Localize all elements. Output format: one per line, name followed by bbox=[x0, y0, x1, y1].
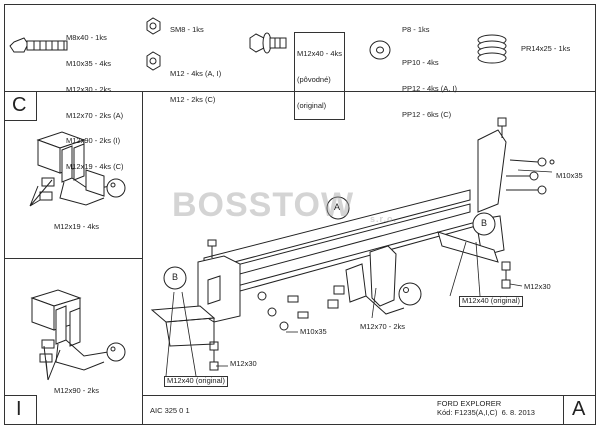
washer-p8-label: P8 - 1ks bbox=[402, 25, 430, 34]
washer-line: PP10 - 4ks bbox=[402, 58, 439, 68]
panel-i bbox=[4, 258, 143, 425]
callout-leaders bbox=[165, 169, 553, 377]
panel-c-drawing bbox=[29, 131, 126, 207]
title-divider bbox=[142, 395, 564, 396]
hex-nut-icon bbox=[146, 51, 161, 71]
panel-c-letter: C bbox=[12, 94, 27, 116]
nut-line: M12 - 2ks (C) bbox=[170, 94, 216, 104]
flange-bolt-icon bbox=[249, 32, 287, 54]
m10x35-top-label: M10x35 bbox=[556, 171, 583, 180]
brand-watermark-sub: s.r.o. bbox=[370, 214, 398, 224]
washer-line: PP12 - 6ks (C) bbox=[402, 109, 452, 119]
callout-a-label: A bbox=[334, 202, 341, 212]
callout-b-left-label: B bbox=[172, 272, 179, 282]
m12x30-left-label: M12x30 bbox=[230, 359, 257, 368]
callout-b-left-circle bbox=[163, 266, 187, 290]
nut-sm8-label: SM8 - 1ks bbox=[170, 25, 204, 34]
bolt-line: M8x40 - 1ks bbox=[66, 33, 107, 43]
brand-watermark: BOSSTOW bbox=[172, 186, 355, 224]
i-letter-box bbox=[4, 395, 37, 425]
panel-c-label: M12x19 - 4ks bbox=[54, 222, 100, 231]
fasteners bbox=[207, 117, 555, 371]
bolt-line: M12x70 - 2ks (A) bbox=[66, 110, 124, 120]
callout-b-right-label: B bbox=[481, 218, 488, 228]
bolts-list: M8x40 - 1ks M10x35 - 4ks M12x30 - 2ks M1… bbox=[66, 17, 124, 180]
drawing-code: AIC 325 0 1 bbox=[150, 406, 190, 415]
vehicle-name: FORD EXPLORER bbox=[437, 399, 502, 408]
washer-pp-labels: PP10 - 4ks PP12 - 4ks (A, I) PP12 - 6ks … bbox=[402, 42, 457, 128]
panel-i-drawing bbox=[30, 289, 126, 381]
nut-line: M12 - 4ks (A, I) bbox=[170, 69, 222, 79]
callout-a-circle bbox=[326, 196, 350, 220]
bolt-line: M12x30 - 2ks bbox=[66, 84, 112, 94]
flange-line: (original) bbox=[297, 100, 327, 110]
m12x40-right-label: M12x40 (original) bbox=[459, 296, 523, 307]
bolt-line: M12x19 - 4ks (C) bbox=[66, 162, 124, 172]
corner-letter: A bbox=[572, 398, 586, 420]
m12x40-left-label: M12x40 (original) bbox=[164, 376, 228, 387]
spring-label: PR14x25 - 1ks bbox=[521, 44, 571, 53]
washer-line: PP12 - 4ks (A, I) bbox=[402, 83, 458, 93]
c-letter-box bbox=[4, 91, 37, 121]
flange-bolt-label: M12x40 - 4ks (pôvodné) (original) bbox=[294, 32, 346, 120]
panel-i-letter: I bbox=[16, 398, 22, 420]
callout-b-right-circle bbox=[472, 212, 496, 236]
parts-panel bbox=[4, 4, 596, 92]
nut-m12-labels: M12 - 4ks (A, I) M12 - 2ks (C) bbox=[170, 53, 221, 113]
flange-line: (pôvodné) bbox=[297, 74, 331, 84]
spring-icon bbox=[477, 34, 507, 64]
bolt-line: M10x35 - 4ks bbox=[66, 58, 112, 68]
main-crossbar bbox=[203, 189, 477, 297]
panel-i-label: M12x90 - 2ks bbox=[54, 386, 100, 395]
left-bracket bbox=[150, 255, 241, 347]
kod-line: Kód: F1235(A,I,C) 6. 8. 2013 bbox=[437, 408, 535, 417]
bolt-icon bbox=[9, 37, 68, 53]
corner-letter-box bbox=[563, 395, 596, 425]
m12x30-right-label: M12x30 bbox=[524, 282, 551, 291]
lock-nut-icon bbox=[146, 17, 161, 35]
m10x35-bottom-label: M10x35 bbox=[300, 327, 327, 336]
drop-plate-a bbox=[327, 245, 422, 315]
flange-line: M12x40 - 4ks bbox=[297, 49, 343, 59]
bolt-line: M12x90 - 2ks (I) bbox=[66, 136, 121, 146]
washer-icon bbox=[369, 40, 391, 60]
m12x70-label: M12x70 - 2ks bbox=[360, 322, 406, 331]
